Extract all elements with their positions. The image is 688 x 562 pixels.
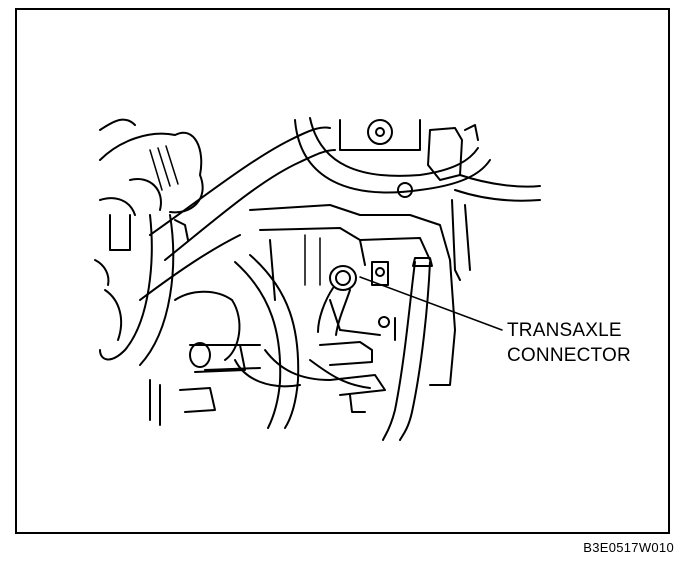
- callout-leader-line: [359, 276, 503, 331]
- left-harness: [99, 118, 204, 251]
- transaxle-casing: [249, 204, 456, 386]
- right-vertical-hose: [382, 257, 433, 441]
- right-upper-hose: [451, 174, 541, 281]
- figure-code: B3E0517W010: [583, 540, 674, 555]
- left-edge-parts: [94, 219, 189, 341]
- callout-line-2: CONNECTOR: [507, 345, 631, 366]
- transaxle-connector-label: TRANSAXLE CONNECTOR: [507, 318, 631, 368]
- main-diagonal-hose: [139, 126, 336, 301]
- lower-cables: [234, 254, 386, 429]
- transaxle-connector-part: [317, 265, 357, 336]
- left-large-hose: [99, 214, 175, 366]
- top-bracket: [339, 119, 479, 198]
- callout-line-1: TRANSAXLE: [507, 320, 622, 341]
- lower-left-assembly: [149, 290, 301, 426]
